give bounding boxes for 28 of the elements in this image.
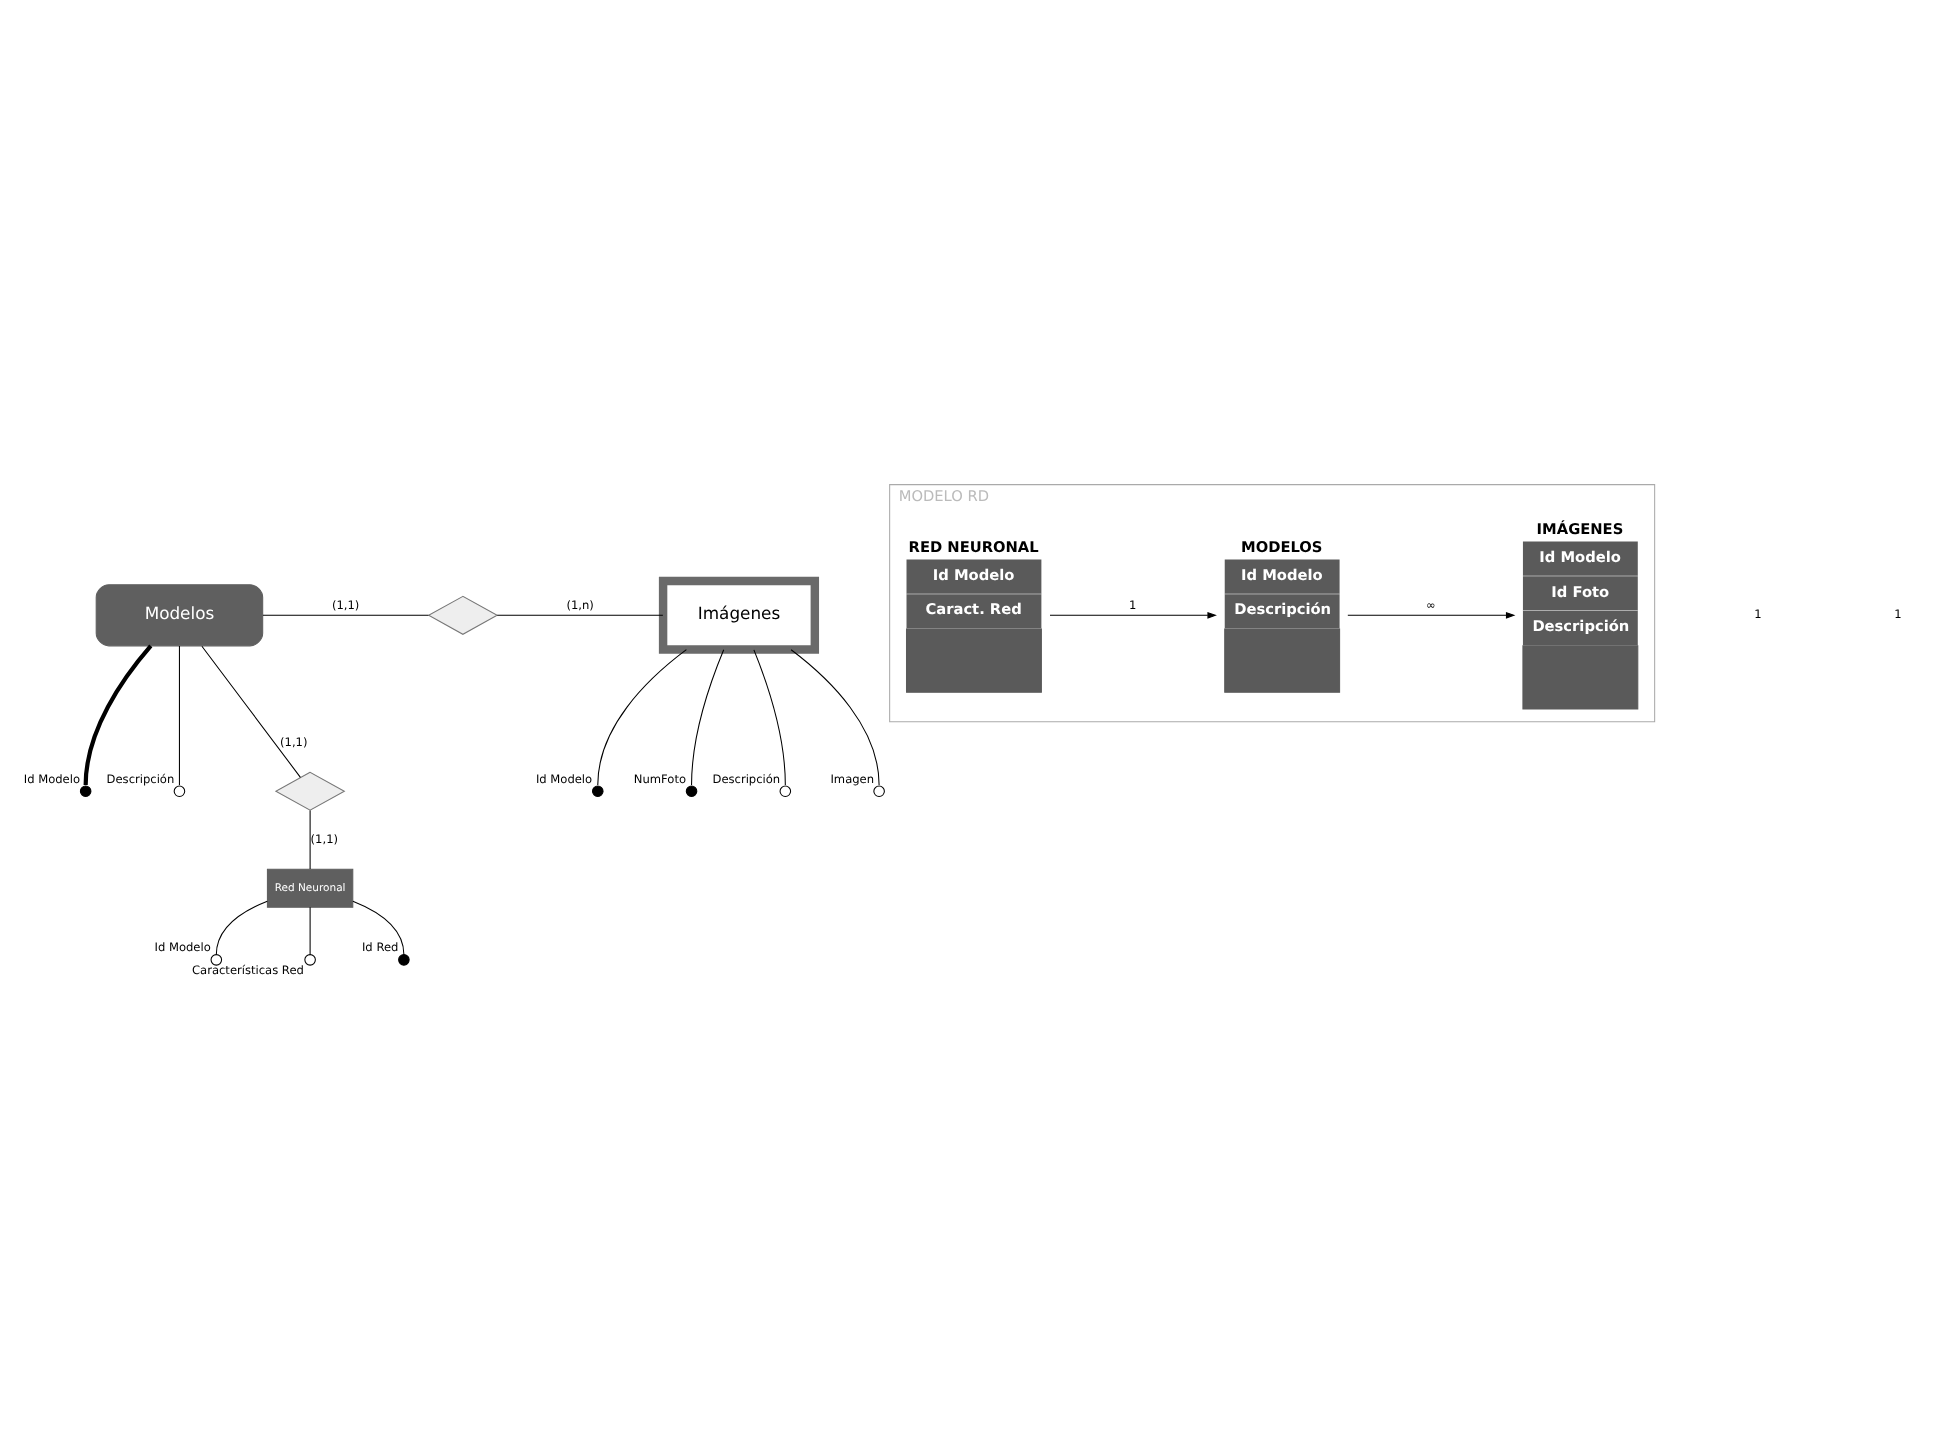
node-box: Imágenes bbox=[658, 575, 820, 653]
connector bbox=[215, 899, 268, 955]
connector bbox=[83, 643, 153, 785]
connector bbox=[597, 648, 687, 785]
connector bbox=[753, 648, 786, 785]
connector bbox=[309, 809, 311, 869]
node-diamond bbox=[427, 594, 499, 634]
node-circle bbox=[79, 784, 92, 797]
node-circle bbox=[685, 784, 698, 797]
connector bbox=[691, 648, 725, 785]
node-circle bbox=[304, 953, 316, 965]
arrow bbox=[1347, 610, 1516, 618]
connector bbox=[352, 899, 405, 955]
connector bbox=[262, 613, 429, 615]
node-circle bbox=[779, 784, 792, 797]
connector bbox=[496, 613, 664, 615]
node-box: Modelos bbox=[95, 583, 264, 646]
node-diamond bbox=[274, 770, 346, 810]
node-circle bbox=[398, 953, 410, 965]
node-circle bbox=[173, 784, 186, 797]
connector bbox=[201, 644, 301, 777]
connector bbox=[790, 648, 880, 785]
connector bbox=[309, 905, 311, 955]
connector bbox=[178, 644, 180, 785]
arrow bbox=[1049, 610, 1217, 618]
node-circle bbox=[873, 784, 885, 797]
node-circle bbox=[210, 953, 223, 965]
node-circle bbox=[591, 784, 604, 797]
